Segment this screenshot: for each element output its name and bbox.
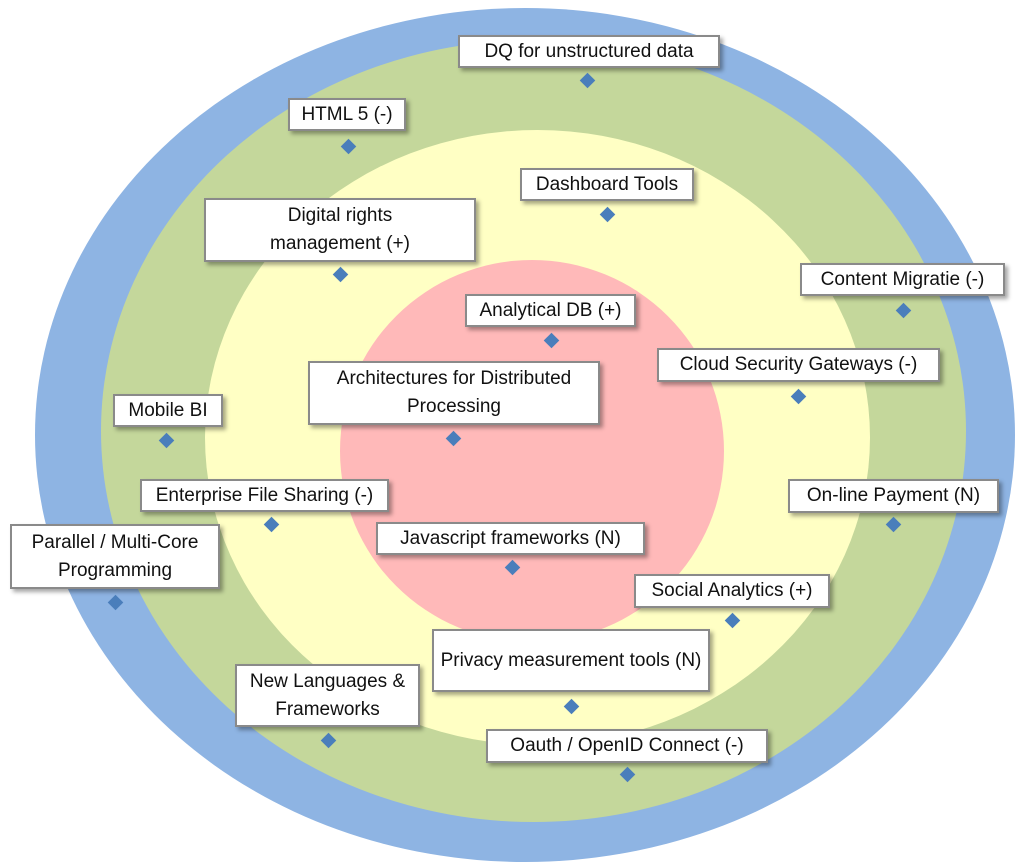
item-label: New Languages & Frameworks xyxy=(235,664,420,727)
item-label: Enterprise File Sharing (-) xyxy=(140,479,389,512)
item-label: Oauth / OpenID Connect (-) xyxy=(486,729,768,763)
item-label: Mobile BI xyxy=(113,394,223,427)
item-label: Dashboard Tools xyxy=(520,168,694,201)
item-label: Analytical DB (+) xyxy=(465,294,636,327)
item-label: Javascript frameworks (N) xyxy=(376,522,645,555)
item-label: On-line Payment (N) xyxy=(788,479,999,513)
item-label: HTML 5 (-) xyxy=(288,98,406,131)
item-label: Content Migratie (-) xyxy=(800,263,1005,296)
item-label: Parallel / Multi-Core Programming xyxy=(10,524,220,589)
item-label: Digital rights management (+) xyxy=(204,198,476,262)
item-label: DQ for unstructured data xyxy=(458,35,720,68)
item-label: Cloud Security Gateways (-) xyxy=(657,348,940,382)
item-label: Privacy measurement tools (N) xyxy=(432,629,710,692)
item-label: Social Analytics (+) xyxy=(634,574,830,608)
item-label: Architectures for Distributed Processing xyxy=(308,361,600,425)
